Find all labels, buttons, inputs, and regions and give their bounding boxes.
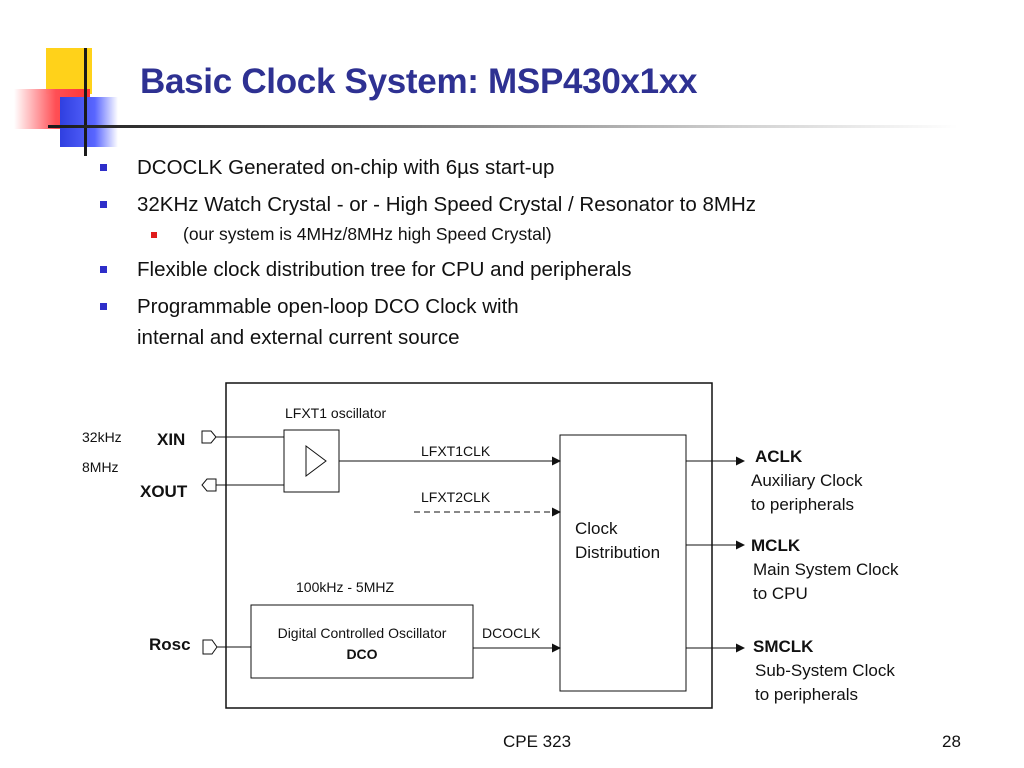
sub-bullet-marker [151, 232, 157, 238]
bullet-item: 32KHz Watch Crystal - or - High Speed Cr… [97, 189, 937, 220]
aclk-desc-line2: to peripherals [751, 495, 854, 514]
dcoclk-label: DCOCLK [482, 625, 541, 641]
freq-8mhz-label: 8MHz [82, 459, 119, 475]
sub-bullet-text: (our system is 4MHz/8MHz high Speed Crys… [183, 224, 552, 244]
bullet-marker [100, 266, 107, 273]
clock-distribution-box [559, 434, 687, 692]
xin-pin-icon [201, 430, 217, 444]
xout-label: XOUT [140, 482, 188, 501]
smclk-desc-line2: to peripherals [755, 685, 858, 704]
bullet-item: Programmable open-loop DCO Clock with in… [97, 291, 937, 353]
sub-bullet-item: (our system is 4MHz/8MHz high Speed Crys… [97, 222, 937, 247]
dco-box [250, 604, 474, 679]
bullet-marker [100, 201, 107, 208]
mclk-desc-line2: to CPU [753, 584, 808, 603]
rosc-label: Rosc [149, 635, 191, 654]
lfxt2clk-label: LFXT2CLK [421, 489, 491, 505]
bullet-text: DCOCLK Generated on-chip with 6µs start-… [137, 156, 555, 179]
dco-short-label: DCO [346, 646, 377, 662]
amplifier-icon [305, 445, 327, 477]
smclk-label: SMCLK [753, 637, 814, 656]
bullet-item: Flexible clock distribution tree for CPU… [97, 254, 937, 285]
smclk-desc-line1: Sub-System Clock [755, 661, 895, 680]
footer-course: CPE 323 [503, 732, 572, 751]
bullet-marker [100, 164, 107, 171]
dco-full-label: Digital Controlled Oscillator [278, 625, 447, 641]
mclk-desc-line1: Main System Clock [753, 560, 899, 579]
lfxt1-oscillator-label: LFXT1 oscillator [285, 405, 386, 421]
bullet-text: Programmable open-loop DCO Clock with [137, 295, 519, 318]
bullet-marker [100, 303, 107, 310]
lfxt1clk-label: LFXT1CLK [421, 443, 491, 459]
bullet-text: Flexible clock distribution tree for CPU… [137, 258, 632, 281]
xin-label: XIN [157, 430, 185, 449]
title-underline [48, 125, 958, 128]
clock-distribution-label-line2: Distribution [575, 543, 660, 562]
freq-32khz-label: 32kHz [82, 429, 122, 445]
decor-vertical-line [84, 48, 87, 156]
aclk-desc-line1: Auxiliary Clock [751, 471, 863, 490]
decor-blue-square [60, 97, 118, 147]
bullet-text-line2: internal and external current source [137, 326, 460, 349]
dco-range-label: 100kHz - 5MHZ [296, 579, 394, 595]
slide-title: Basic Clock System: MSP430x1xx [140, 62, 698, 101]
clock-distribution-label-line1: Clock [575, 519, 618, 538]
mclk-label: MCLK [751, 536, 801, 555]
bullet-item: DCOCLK Generated on-chip with 6µs start-… [97, 152, 937, 183]
bullet-text: 32KHz Watch Crystal - or - High Speed Cr… [137, 193, 757, 216]
page-number: 28 [942, 732, 961, 751]
xout-pin-icon [201, 478, 217, 492]
rosc-pin-icon [202, 639, 218, 655]
aclk-label: ACLK [755, 447, 803, 466]
bullet-list: DCOCLK Generated on-chip with 6µs start-… [97, 152, 937, 359]
